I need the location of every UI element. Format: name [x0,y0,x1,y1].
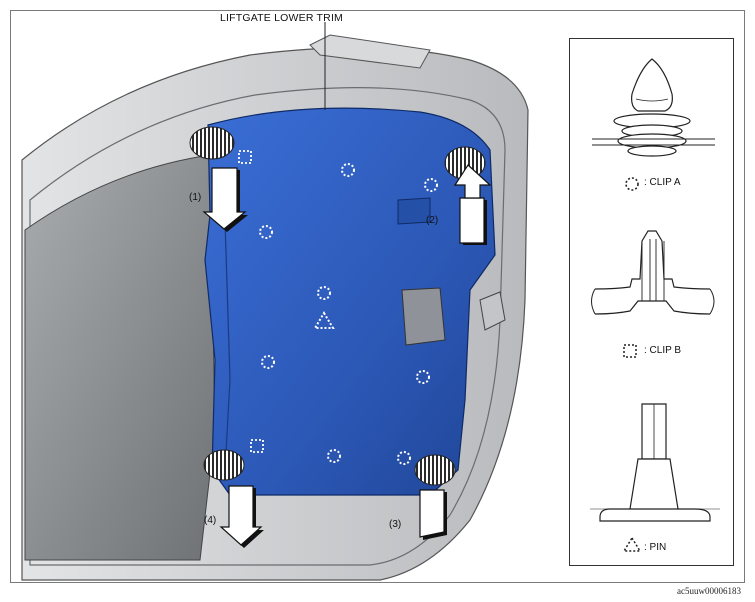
figure-code: ac5uuw00006183 [677,586,741,596]
clip-a-marker [259,225,273,239]
clip-a-marker [317,286,331,300]
hatch-area-4 [203,449,245,481]
trim-handle-recess [397,197,431,225]
spoiler-bar [309,34,431,69]
diagram-title: LIFTGATE LOWER TRIM [220,12,344,24]
dotted-circle-icon [625,177,639,191]
dotted-triangle-icon [622,536,642,552]
legend-panel: : CLIP A : CLIP B : PIN [569,38,734,566]
legend-drawings [590,58,720,552]
clip-b-marker [250,439,264,453]
legend-label-clip-b: : CLIP B [644,345,682,356]
pin-drawing [590,403,720,522]
figure-frame [10,10,745,583]
clip-a-marker [416,370,430,384]
legend-label-pin: : PIN [644,542,667,553]
clip-a-drawing [592,58,715,157]
liftgate-inner-frame [29,87,506,566]
rear-glass [24,154,216,561]
removal-arrow-2 [453,164,492,245]
callout-3: (3) [389,519,402,530]
clip-b-marker [238,150,252,164]
clip-a-marker [397,451,411,465]
removal-arrow-1 [202,167,248,232]
removal-arrow-4 [219,485,264,548]
hatch-area-1 [189,126,235,160]
latch-bracket [479,291,506,331]
removal-arrow-3 [419,489,447,540]
callout-4: (4) [204,515,217,526]
clip-a-marker [327,449,341,463]
clip-b-drawing [591,230,715,315]
clip-a-marker [341,163,355,177]
trim-inner-lip [224,219,231,471]
pin-marker [313,311,335,329]
clip-a-marker [424,178,438,192]
clip-a-marker [261,355,275,369]
hatch-area-3 [414,454,456,486]
callout-2: (2) [426,215,439,226]
dotted-square-icon [623,344,637,358]
trim-label-pad [401,287,446,346]
callout-1: (1) [189,192,202,203]
legend-label-clip-a: : CLIP A [644,177,681,188]
